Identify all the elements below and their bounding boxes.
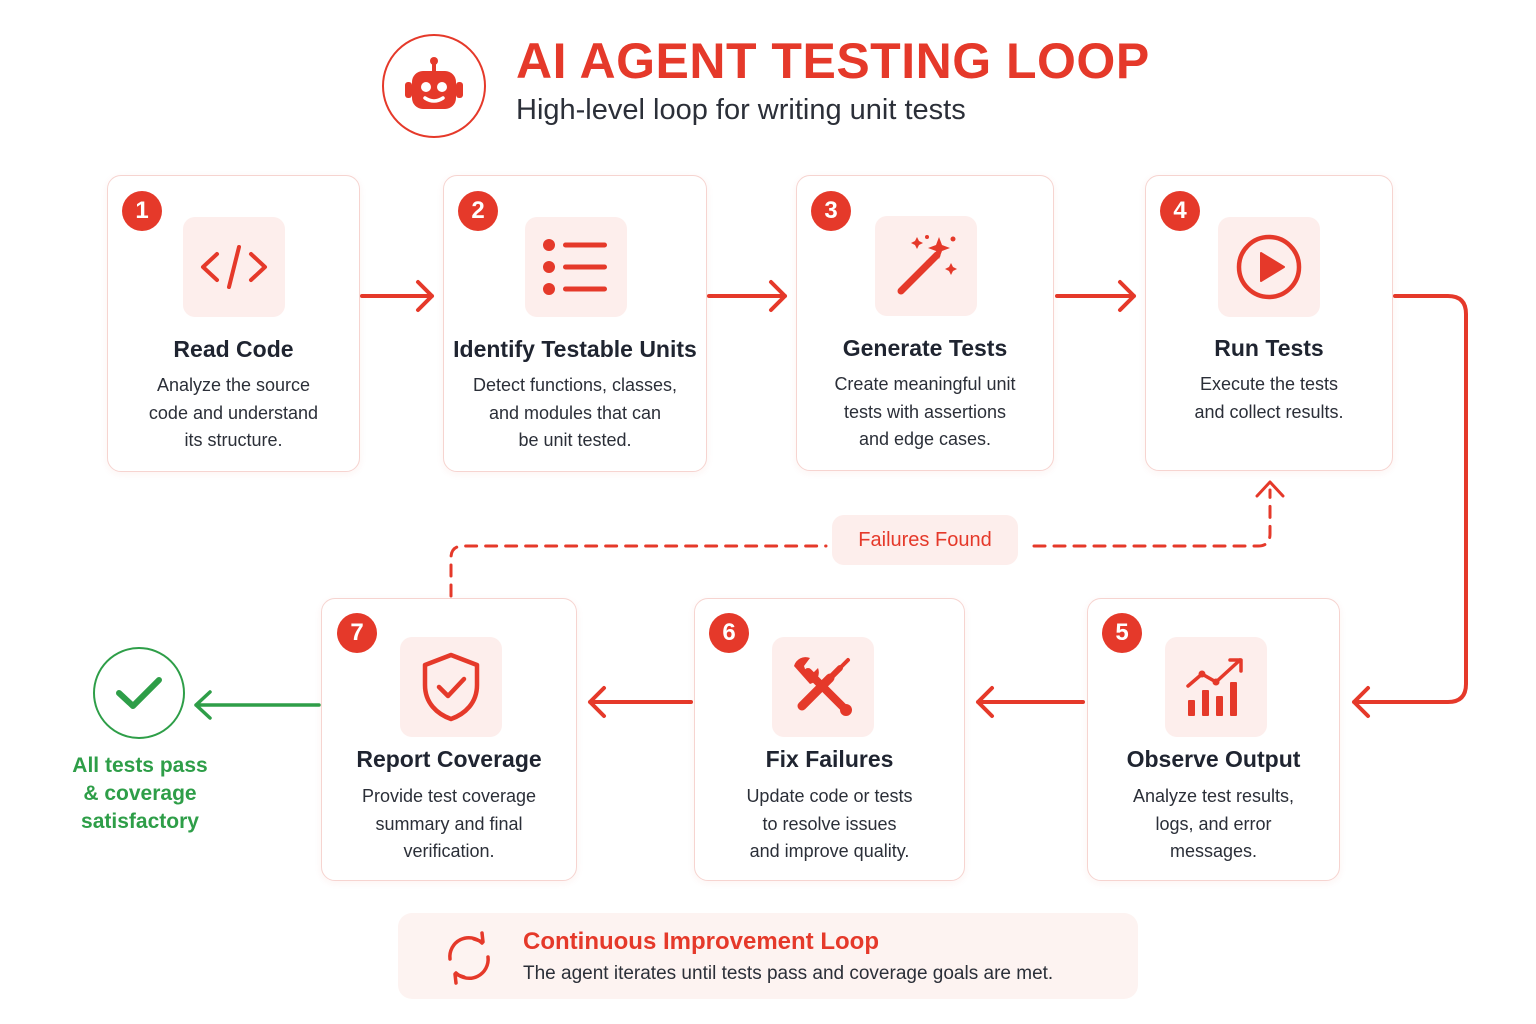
step-title: Identify Testable Units <box>453 336 697 362</box>
icon-container <box>1165 637 1267 737</box>
magic-wand-icon <box>897 235 957 295</box>
step-number-badge: 6 <box>709 613 749 653</box>
success-label: All tests pass & coverage satisfactory <box>72 754 208 833</box>
step-title: Fix Failures <box>765 746 894 772</box>
step-title: Generate Tests <box>842 335 1008 361</box>
step-number-badge: 3 <box>811 191 851 231</box>
step-card-run-tests: 4 Run Tests Execute the tests and collec… <box>1145 175 1393 471</box>
step-number-badge: 7 <box>337 613 377 653</box>
icon-container <box>400 637 502 737</box>
footer-banner: Continuous Improvement Loop The agent it… <box>398 913 1138 999</box>
icon-container <box>772 637 874 737</box>
step-card-fix-failures: 6 Fix Failures Update code or tests to r… <box>694 598 965 881</box>
failure-loop-right <box>1032 488 1272 548</box>
arrow-4-to-5 <box>1352 294 1468 718</box>
step-description: Update code or tests to resolve issues a… <box>746 786 913 861</box>
bar-chart-icon <box>1186 658 1243 716</box>
step-title: Report Coverage <box>356 746 542 772</box>
step-card-observe-output: 5 Observe Output Analyze test results, l… <box>1087 598 1340 881</box>
step-number-badge: 2 <box>458 191 498 231</box>
step-title: Run Tests <box>1214 335 1324 361</box>
robot-icon <box>405 57 463 109</box>
success-circle <box>93 647 185 739</box>
step-number-badge: 1 <box>122 191 162 231</box>
code-icon <box>201 245 267 289</box>
checkmark-icon <box>116 677 162 709</box>
arrow-2-to-3 <box>707 280 787 312</box>
arrow-3-to-4 <box>1055 280 1136 312</box>
arrow-6-to-7 <box>588 686 693 718</box>
step-description: Execute the tests and collect results. <box>1194 374 1344 422</box>
step-description: Provide test coverage summary and final … <box>361 786 537 861</box>
shield-check-icon <box>422 652 480 722</box>
arrow-1-to-2 <box>360 280 434 312</box>
footer-title: Continuous Improvement Loop <box>523 928 879 955</box>
page-subtitle: High-level loop for writing unit tests <box>516 94 966 126</box>
failure-loop-left <box>449 544 828 598</box>
arrow-5-to-6 <box>976 686 1085 718</box>
failures-found-label: Failures Found <box>832 515 1018 565</box>
icon-container <box>875 216 977 316</box>
list-icon <box>543 239 607 295</box>
icon-container <box>525 217 627 317</box>
tools-icon <box>794 657 852 716</box>
play-icon <box>1236 234 1302 300</box>
step-description: Detect functions, classes, and modules t… <box>472 375 678 450</box>
step-title: Observe Output <box>1126 746 1301 772</box>
icon-container <box>183 217 285 317</box>
arrow-7-to-success <box>194 690 321 720</box>
logo <box>382 34 486 138</box>
step-description: Analyze the source code and understand i… <box>148 375 319 450</box>
step-card-read-code: 1 Read Code Analyze the source code and … <box>107 175 360 472</box>
step-description: Create meaningful unit tests with assert… <box>834 374 1016 449</box>
step-card-generate-tests: 3 Generate Tests Create meaningful unit … <box>796 175 1054 471</box>
step-card-identify-testable-units: 2 Identify Testable Units Detect functio… <box>443 175 707 472</box>
step-number-badge: 4 <box>1160 191 1200 231</box>
step-number-badge: 5 <box>1102 613 1142 653</box>
step-title: Read Code <box>173 336 294 362</box>
refresh-icon <box>448 931 490 985</box>
step-description: Analyze test results, logs, and error me… <box>1132 786 1295 861</box>
step-card-report-coverage: 7 Report Coverage Provide test coverage … <box>321 598 577 881</box>
footer-description: The agent iterates until tests pass and … <box>523 963 1054 984</box>
page-title: AI AGENT TESTING LOOP <box>516 33 1150 89</box>
failure-loop-arrowhead <box>1255 480 1285 498</box>
icon-container <box>1218 217 1320 317</box>
